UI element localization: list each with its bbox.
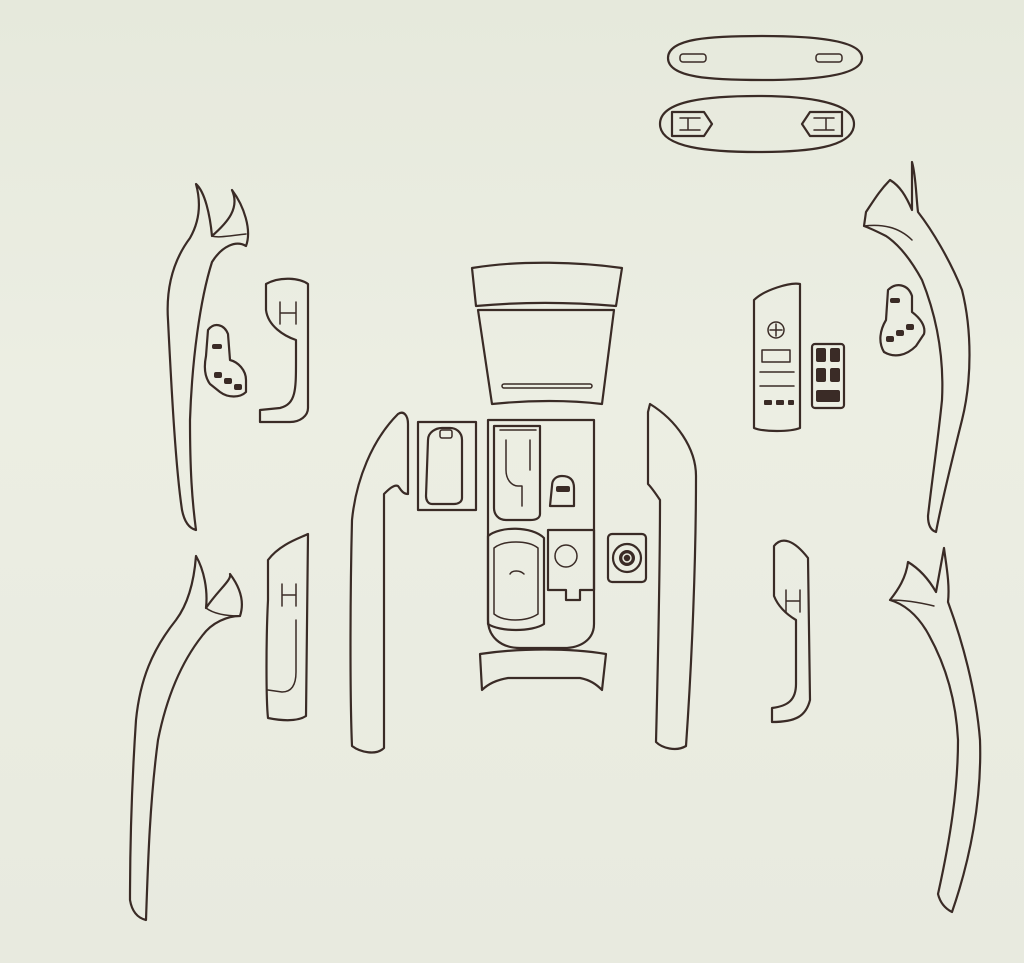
right-front-seat-switch-trim [879, 284, 926, 357]
overhead-console-upper-piece [666, 34, 864, 82]
center-console-right-side-strip [646, 402, 698, 751]
left-front-seat-switch-trim [203, 324, 248, 398]
right-front-door-pillar-trim [862, 160, 971, 534]
console-phone-tray-trim [416, 420, 478, 512]
center-console-left-side-strip [349, 411, 410, 754]
console-drive-mode-panel [546, 528, 596, 602]
left-rear-door-pillar-trim [128, 554, 243, 922]
console-rear-lower-trim [478, 648, 608, 692]
left-front-door-pillar-trim [166, 182, 250, 532]
console-gear-shifter-surround [486, 418, 596, 650]
console-cup-holder-trim [486, 527, 546, 632]
center-infotainment-surround [476, 308, 616, 406]
right-rear-door-pillar-trim [888, 546, 982, 914]
center-dash-top-trim [470, 261, 624, 308]
right-front-window-switch-panel [752, 282, 802, 433]
right-master-switch-bezel [810, 342, 846, 410]
left-rear-window-switch-panel [265, 532, 310, 722]
right-rear-window-switch-panel [770, 539, 812, 724]
console-rotary-knob-bezel [606, 532, 648, 584]
overhead-console-lower-piece [658, 94, 856, 154]
left-front-window-switch-panel [258, 277, 310, 424]
